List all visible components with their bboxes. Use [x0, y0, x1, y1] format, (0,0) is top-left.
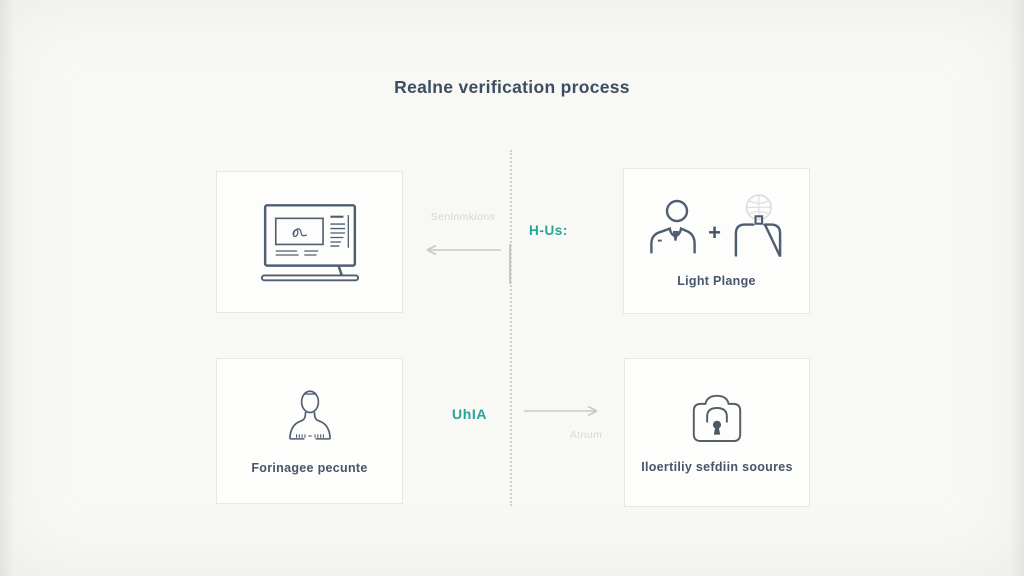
page-title: Realne verification process — [394, 77, 630, 97]
person-collar-icon — [648, 199, 698, 255]
card-label: Forinagee pecunte — [251, 461, 368, 475]
arrow-left-icon — [423, 242, 503, 258]
card-foreign-person: Forinagee pecunte — [216, 358, 403, 504]
connector-top-caption: Senlnmkions — [430, 211, 496, 223]
card-light-plange: + Light Plange — [623, 168, 810, 314]
person-bust-icon — [282, 387, 338, 447]
arrow-right-icon — [523, 403, 601, 419]
card-label: Iloertiliy sefdiin sooures — [641, 459, 793, 474]
connector-bottom-label: UhIA — [452, 406, 488, 422]
face-scan-person-icon — [731, 194, 785, 260]
card-label: Light Plange — [677, 274, 756, 288]
plus-sign: + — [708, 220, 721, 245]
monitor-verification-icon — [257, 200, 363, 284]
card-monitor — [216, 171, 403, 313]
connector-top-label: H-Us: — [529, 223, 568, 238]
card-identity-secure: Iloertiliy sefdiin sooures — [624, 358, 810, 507]
camera-lock-icon — [688, 392, 746, 446]
connector-bottom-caption: Atnum — [569, 429, 603, 441]
divider-solid-segment — [509, 244, 511, 284]
person-plus-face-scan-icon: + — [648, 194, 785, 260]
vertical-dashed-divider — [510, 150, 512, 506]
